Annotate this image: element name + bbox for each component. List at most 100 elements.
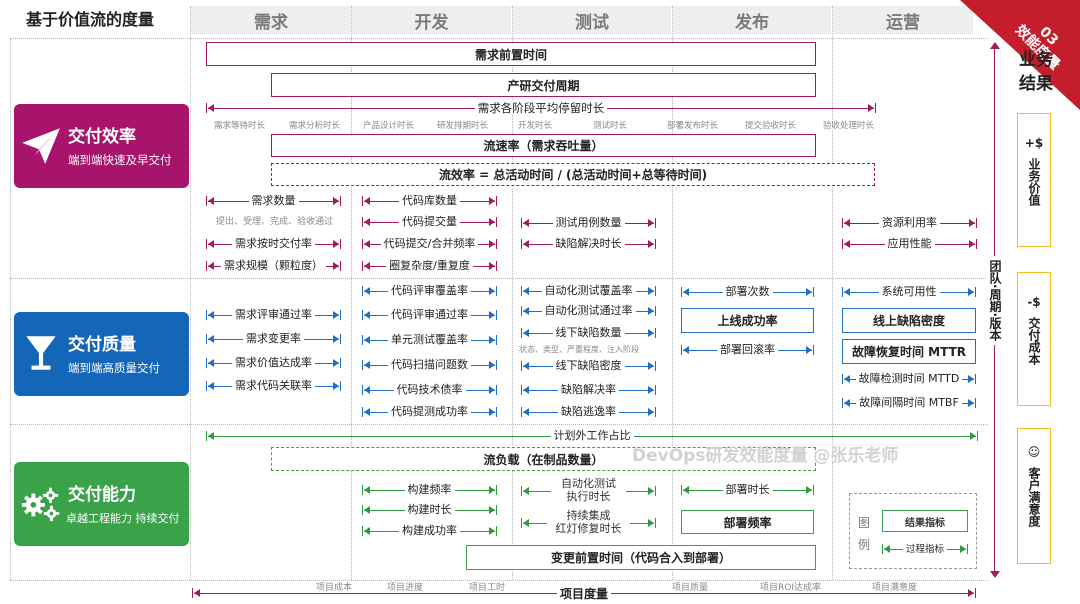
stage-header-ops: 运营 [833, 6, 973, 34]
arrow-auto-test-time: 自动化测试 执行时长 [521, 477, 656, 505]
arrow-req-review: 需求评审通过率 [206, 308, 341, 322]
box-online-bug-density: 线上缺陷密度 [842, 308, 976, 333]
label: 构建时长 [404, 503, 455, 516]
arrow-mtbf: 故障间隔时间 MTBF [842, 396, 976, 410]
arrow-code-review-cov: 代码评审覆盖率 [362, 284, 497, 298]
category-delivery-efficiency: 交付效率 端到端快速及早交付 [14, 104, 189, 188]
arrow-complexity: 圈复杂度/重复度 [362, 259, 497, 273]
arrow-code-review-pass: 代码评审通过率 [362, 308, 497, 322]
team-cycle-version: 团队·周期·版本 [986, 256, 1004, 346]
label: 代码提测成功率 [388, 405, 471, 418]
arrow-resource-util: 资源利用率 [842, 216, 977, 230]
arrow-deploy-time: 部署时长 [681, 483, 814, 497]
category-title: 交付效率 [68, 127, 136, 147]
offline-bug-sub: 状态、类型、严重程度、注入阶段 [519, 345, 639, 354]
label: 圈复杂度/重复度 [386, 259, 473, 272]
label: 故障间隔时间 MTBF [856, 396, 962, 409]
arrow-test-cases: 测试用例数量 [521, 216, 656, 230]
category-delivery-capability: 交付能力 卓越工程能力 持续交付 [14, 462, 189, 546]
label: 需求变更率 [243, 332, 304, 345]
req-count-sub: 提出、受理、完成、验收通过 [216, 217, 334, 227]
business-result-line2: 结果 [1019, 74, 1053, 94]
legend-label-line1: 图 [858, 516, 871, 530]
legend-process: 过程指标 [882, 542, 968, 556]
stage-item: 开发时长 [518, 121, 553, 131]
legend: 图 例 结果指标 过程指标 [849, 493, 977, 569]
stage-item: 需求等待时长 [214, 121, 266, 131]
label: 代码评审覆盖率 [388, 284, 471, 297]
arrow-commit-merge: 代码提交/合并频率 [362, 237, 497, 251]
result-customer-satisfaction: ☺ 客户满意度 [1017, 428, 1051, 564]
label: 代码提交量 [399, 215, 460, 228]
legend-label-line2: 例 [858, 538, 871, 552]
arrow-repo-count: 代码库数量 [362, 194, 497, 208]
arrow-bug-escape-rate: 缺陷逃逸率 [521, 405, 656, 419]
label-line1: 自动化测试 [561, 477, 616, 490]
bar-change-lead-time: 变更前置时间（代码合入到部署） [466, 545, 816, 570]
arrow-ci-fix: 持续集成 红灯修复时长 [521, 509, 656, 537]
bar-flow-rate: 流速率（需求吞吐量） [271, 134, 816, 157]
arrow-bug-fix-time: 缺陷解决时长 [521, 237, 656, 251]
label: 系统可用性 [878, 285, 940, 298]
project-item: 项目质量 [672, 583, 709, 593]
category-title: 交付能力 [68, 485, 136, 505]
stage-header-release: 发布 [673, 6, 831, 34]
project-item: 项目工时 [469, 583, 506, 593]
label: 计划外工作占比 [550, 429, 634, 442]
result-text: 客户满意度 [1027, 467, 1041, 527]
smile-icon: ☺ [1027, 445, 1041, 459]
label: 需求价值达成率 [232, 356, 315, 369]
label: 代码技术债率 [393, 383, 466, 396]
label: 缺陷解决时长 [552, 237, 625, 250]
arrow-req-value: 需求价值达成率 [206, 356, 341, 370]
arrow-req-change: 需求变更率 [206, 332, 341, 346]
arrow-stage-dwell: 需求各阶段平均停留时长 [206, 101, 876, 115]
category-delivery-quality: 交付质量 端到端高质量交付 [14, 312, 189, 396]
arrow-deploy-count: 部署次数 [681, 285, 814, 299]
bar-delivery-cycle: 产研交付周期 [271, 73, 816, 97]
result-symbol: +$ [1024, 136, 1044, 150]
arrow-auto-test-pass: 自动化测试通过率 [521, 304, 656, 318]
label: 需求各阶段平均停留时长 [474, 101, 608, 115]
arrow-unplanned-work: 计划外工作占比 [206, 429, 978, 443]
label: 故障检测时间 MTTD [855, 372, 963, 385]
box-mttr: 故障恢复时间 MTTR [842, 339, 976, 364]
label-line1: 持续集成 [566, 509, 611, 522]
stage-item: 需求分析时长 [289, 121, 341, 131]
label: 持续集成 红灯修复时长 [547, 509, 630, 535]
axis-arrow-down [990, 571, 1000, 578]
label: 测试用例数量 [552, 216, 625, 229]
label: 缺陷逃逸率 [558, 405, 619, 418]
label: 自动化测试 执行时长 [551, 477, 626, 503]
arrow-req-count: 需求数量 [206, 194, 341, 208]
project-item: 项目成本 [316, 583, 353, 593]
result-delivery-cost: -$ 交付成本 [1017, 272, 1051, 406]
arrow-bug-resolve-rate: 缺陷解决率 [521, 383, 656, 397]
label-line2: 执行时长 [566, 490, 611, 503]
stage-item: 验收处理时长 [823, 121, 875, 131]
arrow-mttd: 故障检测时间 MTTD [842, 372, 976, 386]
label: 代码评审通过率 [388, 308, 471, 321]
label: 部署时长 [722, 483, 773, 496]
project-item: 项目ROI达成率 [760, 583, 821, 593]
arrow-req-scale: 需求规模（颗粒度） [206, 259, 341, 273]
label: 部署次数 [722, 285, 773, 298]
label: 部署回滚率 [717, 343, 778, 356]
arrow-app-perf: 应用性能 [842, 237, 977, 251]
label: 构建频率 [404, 483, 455, 496]
box-deploy-freq: 部署频率 [681, 510, 814, 534]
arrow-code-scan: 代码扫描问题数 [362, 358, 497, 372]
arrow-sys-availability: 系统可用性 [842, 285, 976, 299]
label: 自动化测试覆盖率 [541, 284, 636, 297]
arrow-tech-debt: 代码技术债率 [362, 383, 497, 397]
label: 需求按时交付率 [232, 237, 315, 250]
result-text: 交付成本 [1027, 317, 1041, 365]
label: 代码库数量 [399, 194, 460, 207]
label: 代码提交/合并频率 [380, 237, 479, 250]
stage-header-dev: 开发 [352, 6, 511, 34]
label: 构建成功率 [399, 524, 460, 537]
result-text: 业务价值 [1027, 158, 1041, 206]
arrow-commit-count: 代码提交量 [362, 215, 497, 229]
page-title: 基于价值流的度量 [26, 10, 155, 29]
watermark: DevOps研发效能度量 @张乐老师 [632, 446, 899, 466]
